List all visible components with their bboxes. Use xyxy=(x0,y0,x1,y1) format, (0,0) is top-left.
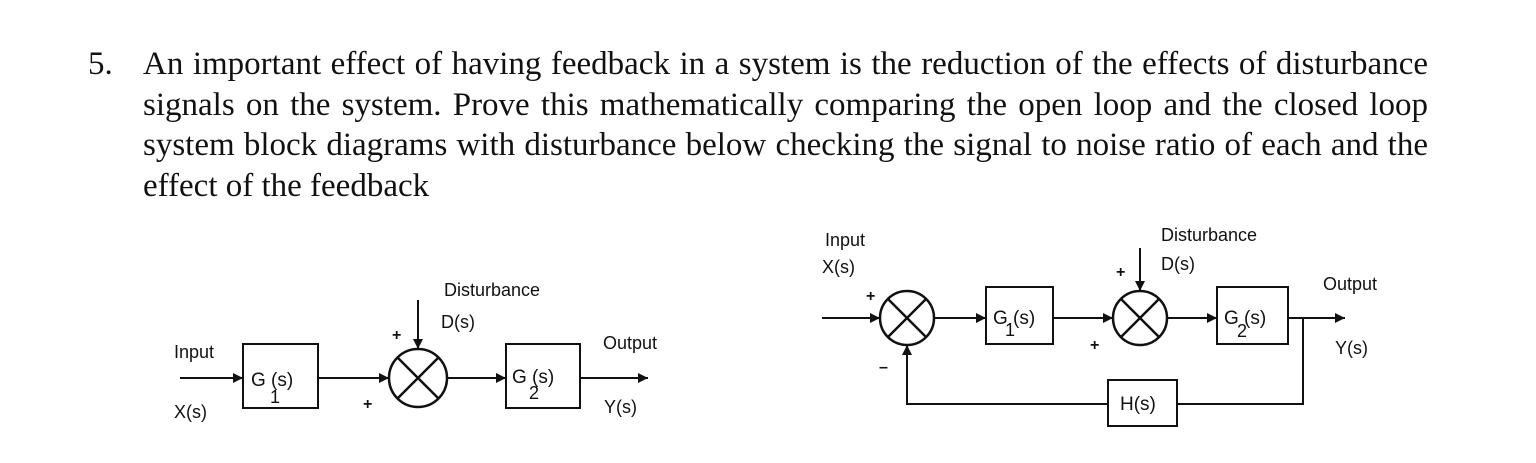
closed-feedback-path-left xyxy=(902,345,1108,405)
question-number: 5. xyxy=(88,46,113,82)
open-g1-subscript: 1 xyxy=(270,387,280,407)
closed-output-label: Output xyxy=(1323,274,1377,294)
closed-summing-junction-2 xyxy=(1111,289,1169,347)
closed-sum2-plus-left: + xyxy=(1090,337,1099,354)
open-disturbance-label: Disturbance xyxy=(444,280,540,300)
open-input-label: Input xyxy=(174,342,214,362)
closed-sum1-minus: – xyxy=(879,359,888,376)
open-g1-label: G (s) xyxy=(251,370,293,391)
question: 5. An important effect of having feedbac… xyxy=(88,44,1428,206)
closed-disturbance-label: Disturbance xyxy=(1161,225,1257,245)
closed-g1-block xyxy=(985,286,1054,345)
closed-g2-label: G (s) xyxy=(1224,308,1266,329)
open-output-label: Output xyxy=(603,333,657,353)
closed-loop-labels: Input X(s) + – G (s) 1 Disturbance D(s) … xyxy=(822,225,1377,415)
closed-loop-diagram xyxy=(822,248,1345,427)
closed-feedback-path-right xyxy=(1177,318,1304,405)
open-summing-junction xyxy=(387,347,449,409)
closed-sum1-plus: + xyxy=(866,288,875,305)
open-input-signal: X(s) xyxy=(174,402,207,422)
open-loop-labels: Input X(s) G (s) 1 Disturbance D(s) + + … xyxy=(174,280,657,422)
closed-g2-subscript: 2 xyxy=(1237,321,1247,341)
closed-g1-subscript: 1 xyxy=(1005,320,1015,340)
open-g2-subscript: 2 xyxy=(529,383,539,403)
open-sum-plus-left: + xyxy=(363,396,372,413)
closed-g2-block xyxy=(1216,286,1289,345)
open-g1-block xyxy=(242,343,319,409)
open-g2-block xyxy=(505,343,581,409)
open-output-signal: Y(s) xyxy=(604,397,637,417)
closed-h-label: H(s) xyxy=(1120,394,1156,415)
closed-output-signal: Y(s) xyxy=(1335,338,1368,358)
closed-g1-label: G (s) xyxy=(993,308,1035,329)
open-loop-diagram xyxy=(180,300,648,409)
open-disturbance-signal: D(s) xyxy=(441,312,475,332)
open-sum-plus-top: + xyxy=(392,327,401,344)
closed-sum2-plus-top: + xyxy=(1116,264,1125,281)
closed-disturbance-signal: D(s) xyxy=(1161,254,1195,274)
closed-input-signal: X(s) xyxy=(822,257,855,277)
open-g2-label: G (s) xyxy=(512,367,554,388)
closed-summing-junction-1 xyxy=(878,289,936,347)
question-text: An important effect of having feedback i… xyxy=(143,46,1428,204)
closed-input-label: Input xyxy=(825,230,865,250)
